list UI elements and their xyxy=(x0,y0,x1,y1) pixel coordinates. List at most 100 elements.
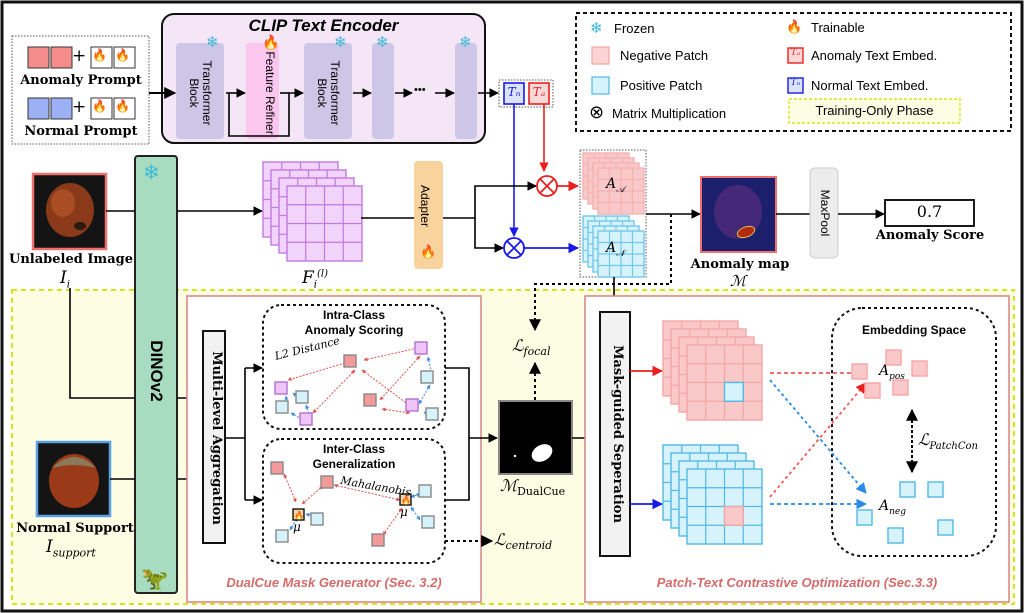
learnable-token xyxy=(90,46,113,69)
focal-loss-label: ℒfocal xyxy=(512,336,551,359)
legend-normal-embed-glyph: Tₙ xyxy=(790,78,801,88)
feature-symbol: Fi(l) xyxy=(302,268,329,291)
inter-class-title: Inter-Class xyxy=(322,442,386,456)
snowflake-icon: ❄ xyxy=(206,34,219,51)
l2-edge xyxy=(363,346,419,362)
centroid-node xyxy=(292,508,305,521)
plus-sign: + xyxy=(72,46,87,66)
inter-class-graph xyxy=(270,461,435,547)
anomaly-map-symbol: ℳ xyxy=(730,272,747,290)
hazelnut-support-image xyxy=(49,454,99,508)
anomaly-token xyxy=(50,46,73,69)
normal-prompt-label: Normal Prompt xyxy=(24,124,138,139)
flame-icon: 🔥 xyxy=(92,48,107,62)
legend-training-only: Training-Only Phase xyxy=(815,103,934,118)
mahalanobis-edge xyxy=(301,485,324,505)
anomaly-score-label: Anomaly Score xyxy=(875,228,985,243)
support-image-symbol: Isupport xyxy=(46,537,96,560)
transformer-block-1 xyxy=(176,43,224,139)
intra-node xyxy=(425,407,439,421)
legend-negative-swatch xyxy=(591,46,610,65)
flame-icon: 🔥 xyxy=(115,99,130,113)
pos-embedding-label: Apos xyxy=(879,363,905,382)
intra-class-graph xyxy=(274,341,439,426)
plus-sign: + xyxy=(72,97,87,117)
l2-edge xyxy=(312,369,356,414)
snowflake-icon: ❄ xyxy=(459,34,472,51)
embedding-space-title: Embedding Space xyxy=(861,323,967,337)
inter-anomaly-node xyxy=(371,533,385,547)
neg-embedding-point xyxy=(899,481,916,498)
neg-embedding-point xyxy=(927,481,944,498)
intra-node xyxy=(405,398,419,412)
ellipsis: ••• xyxy=(414,84,426,96)
contrastive-section-title: Patch-Text Contrastive Optimization (Sec… xyxy=(656,575,938,590)
adapter-label: Adapter xyxy=(418,184,432,228)
neg-embedding-label: Aneg xyxy=(879,498,907,517)
flame-icon: 🔥 xyxy=(92,99,107,113)
intra-node xyxy=(343,354,357,368)
centroid-node xyxy=(399,493,412,506)
text-embed-group xyxy=(498,79,554,108)
dashed-to-focal-loss xyxy=(529,214,672,332)
transformer-block-2-label: Transformer Block xyxy=(315,60,342,126)
neg-embedding-point xyxy=(937,519,954,536)
line-image-to-dino-lower xyxy=(69,288,135,399)
negative-patch-map-highlight-cell xyxy=(723,505,744,526)
centroid-loss-label: ℒcentroid xyxy=(494,530,553,553)
adapter-block xyxy=(414,161,443,269)
legend-normal-embed-swatch xyxy=(787,77,804,94)
feature-refiner-block xyxy=(246,43,279,139)
learnable-token xyxy=(90,97,113,120)
inter-anomaly-node xyxy=(320,475,334,489)
arrow-residual xyxy=(226,88,304,137)
transformer-block-n xyxy=(455,43,477,139)
flame-icon: 🔥 xyxy=(786,19,803,34)
legend-normal-text-embed: Normal Text Embed. xyxy=(811,78,929,93)
legend-anomaly-embed-glyph: Tₐ xyxy=(790,48,801,58)
l2-edge xyxy=(379,355,421,401)
multi-level-aggregation-block xyxy=(202,330,226,544)
separation-label: Mask-guided Seperation xyxy=(610,345,625,523)
inter-normal-node xyxy=(310,512,324,526)
snowflake-icon: ❄ xyxy=(376,34,389,51)
dinov2-label: DINOv2 xyxy=(147,340,166,402)
dinov2-backbone xyxy=(134,155,178,594)
intra-node xyxy=(420,370,434,384)
neg-embedding-point xyxy=(856,509,873,526)
dualcue-mask-image xyxy=(498,400,573,475)
intra-node xyxy=(274,381,288,395)
pos-embedding-point xyxy=(851,363,868,380)
inter-blue-edge xyxy=(410,506,421,521)
intra-node xyxy=(363,393,377,407)
aggregation-label: Multi-level Aggregation xyxy=(209,351,224,525)
intra-node xyxy=(275,400,289,414)
pos-embedding-point xyxy=(885,349,902,366)
flame-icon: 🔥 xyxy=(401,496,411,505)
mahalanobis-edge xyxy=(333,483,401,502)
negative-embedding-cluster xyxy=(856,481,954,544)
flame-icon: 🔥 xyxy=(294,511,304,520)
dualcue-section-title: DualCue Mask Generator (Sec. 3.2) xyxy=(226,575,442,590)
intra-node xyxy=(295,390,309,404)
anomaly-score-value: 0.7 xyxy=(916,202,943,221)
legend-positive-patch: Positive Patch xyxy=(620,78,703,93)
positive-embedding-cluster xyxy=(851,349,928,399)
mu-symbol: μ xyxy=(400,505,408,519)
feature-refiner-label: Feature Refiner xyxy=(263,51,277,135)
pos-embedding-point xyxy=(892,379,909,396)
negative-patch-stack xyxy=(662,444,763,545)
intra-node xyxy=(414,341,428,355)
transformer-block-1-label: Transformer Block xyxy=(187,60,214,126)
mu-symbol: μ xyxy=(293,520,301,534)
contrastive-section xyxy=(584,295,1010,603)
legend-frozen: Frozen xyxy=(614,21,655,36)
anomaly-text-embed xyxy=(528,82,550,105)
anomaly-embed-symbol: Tₐ xyxy=(532,85,546,99)
mahalanobis-edge xyxy=(283,473,297,503)
legend-negative-patch: Negative Patch xyxy=(620,48,709,63)
anomaly-similarity-label: A𝒜 xyxy=(606,176,625,195)
legend-anomaly-embed-swatch xyxy=(787,47,804,64)
legend-anomaly-text-embed: Anomaly Text Embed. xyxy=(811,48,938,63)
